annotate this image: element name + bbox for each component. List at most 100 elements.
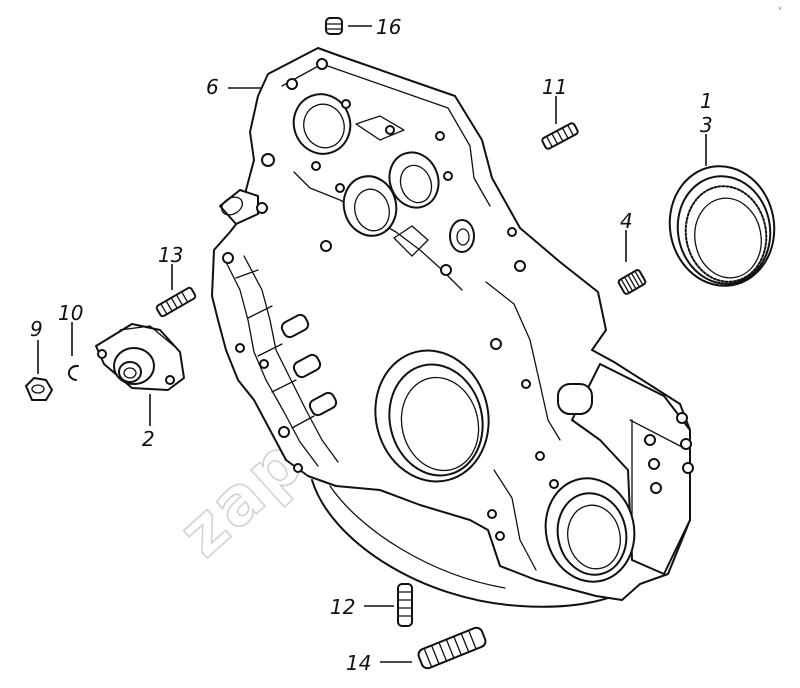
left-flange-inner [243, 255, 339, 463]
pto-bore-inner [567, 504, 621, 570]
bolt-hole [316, 58, 328, 70]
flange-pocket-3 [308, 391, 338, 417]
bolt-hole [222, 252, 234, 264]
stud-12-thread [397, 591, 413, 617]
callout-10: 10 [58, 301, 83, 325]
bracket-bore [118, 361, 142, 383]
callout-9: 9 [30, 317, 43, 341]
flywheel-housing-icon [211, 47, 694, 608]
rib-2 [247, 305, 273, 319]
bracket-top-edge [119, 325, 175, 347]
callout-3: 3 [700, 113, 713, 137]
nut-icon [25, 377, 53, 401]
lower-right-block [571, 363, 691, 575]
bolt-hole [286, 78, 298, 90]
stud-12-body [397, 583, 413, 627]
callout-11: 11 [542, 75, 567, 99]
bolt-hole [549, 479, 559, 489]
bracket-bore-inner [123, 367, 137, 379]
stud-14-body [417, 626, 487, 670]
bolt-hole [235, 343, 245, 353]
bracket-icon [95, 323, 185, 391]
top-bore-large-inner [303, 103, 345, 149]
plug-body [325, 17, 343, 35]
stud-14-thread [423, 629, 477, 668]
upper-plate-edge [281, 63, 491, 207]
callout-4: 4 [620, 209, 633, 233]
callout-2: 2 [142, 427, 155, 451]
plug-icon [325, 17, 343, 35]
rib-5 [291, 415, 315, 429]
gear-bore-right-inner [399, 164, 433, 204]
bolt-hole [440, 264, 452, 276]
gear-bore-left-inner [354, 188, 390, 232]
leader-lines [37, 25, 707, 663]
rib-1 [235, 269, 259, 279]
bolt-hole [521, 379, 531, 389]
upper-plate-rim [293, 171, 463, 291]
callout-16: 16 [376, 15, 401, 39]
flange-pocket-1 [280, 313, 310, 339]
block-hole-4 [644, 434, 656, 446]
bolt-hole [435, 131, 445, 141]
bolt-hole [385, 125, 395, 135]
stud-icon [417, 626, 487, 670]
bolt-hole [259, 359, 269, 369]
bracket-ear-hole-left [97, 349, 107, 359]
bolt-hole [507, 227, 517, 237]
flange-pocket-2 [292, 353, 322, 379]
block-hole-6 [650, 482, 662, 494]
bolt-hole [256, 202, 268, 214]
short-stud-thread [620, 270, 644, 294]
rib-3 [257, 343, 283, 357]
top-slot [355, 115, 405, 141]
housing-bell-inner [329, 485, 506, 589]
bolt-hole [495, 531, 505, 541]
callout-13: 13 [158, 243, 183, 267]
callout-6: 6 [206, 75, 219, 99]
stud-13-thread [160, 291, 189, 315]
corner-mark: v [778, 5, 782, 12]
callout-12: 12 [330, 595, 355, 619]
seal-ring-icon [668, 165, 776, 287]
lower-flange-edge [493, 469, 537, 571]
bolt-hole [341, 99, 351, 109]
crank-bore-rim [388, 363, 484, 477]
crank-bore-inner [400, 376, 480, 472]
bolt-hole [487, 509, 497, 519]
nut-body [25, 377, 53, 401]
gear-bore-left [342, 175, 398, 237]
left-tube-end [221, 196, 243, 216]
callout-14: 14 [346, 651, 371, 675]
bolt-hole [320, 240, 332, 252]
short-stud-icon [617, 269, 647, 295]
stud-11-thread [545, 124, 575, 148]
gear-bore-right [388, 151, 440, 209]
bracket-ear-hole-right [165, 375, 175, 385]
seal-face [676, 175, 772, 285]
housing-outline [211, 47, 691, 601]
center-boss [393, 225, 429, 257]
right-flange-edge [485, 281, 561, 441]
bolt-hole [443, 171, 453, 181]
bolt-hole [535, 451, 545, 461]
callout-1: 1 [700, 89, 713, 113]
stud-icon [397, 583, 413, 627]
nut-hole [31, 384, 45, 394]
bolt-hole [514, 260, 526, 272]
stud-icon [155, 286, 197, 318]
bolt-hole [335, 183, 345, 193]
block-hole-5 [648, 458, 660, 470]
bolt-hole [490, 338, 502, 350]
washer-ring [67, 364, 79, 381]
stud-13-body [155, 286, 197, 318]
side-boss-inner [456, 228, 470, 246]
lock-washer-icon [67, 364, 79, 381]
block-plug-boss [557, 383, 593, 415]
bolt-hole [311, 161, 321, 171]
bolt-hole [293, 463, 303, 473]
stud-icon [541, 122, 579, 150]
plug-thread [325, 23, 343, 30]
bolt-hole [278, 426, 290, 438]
